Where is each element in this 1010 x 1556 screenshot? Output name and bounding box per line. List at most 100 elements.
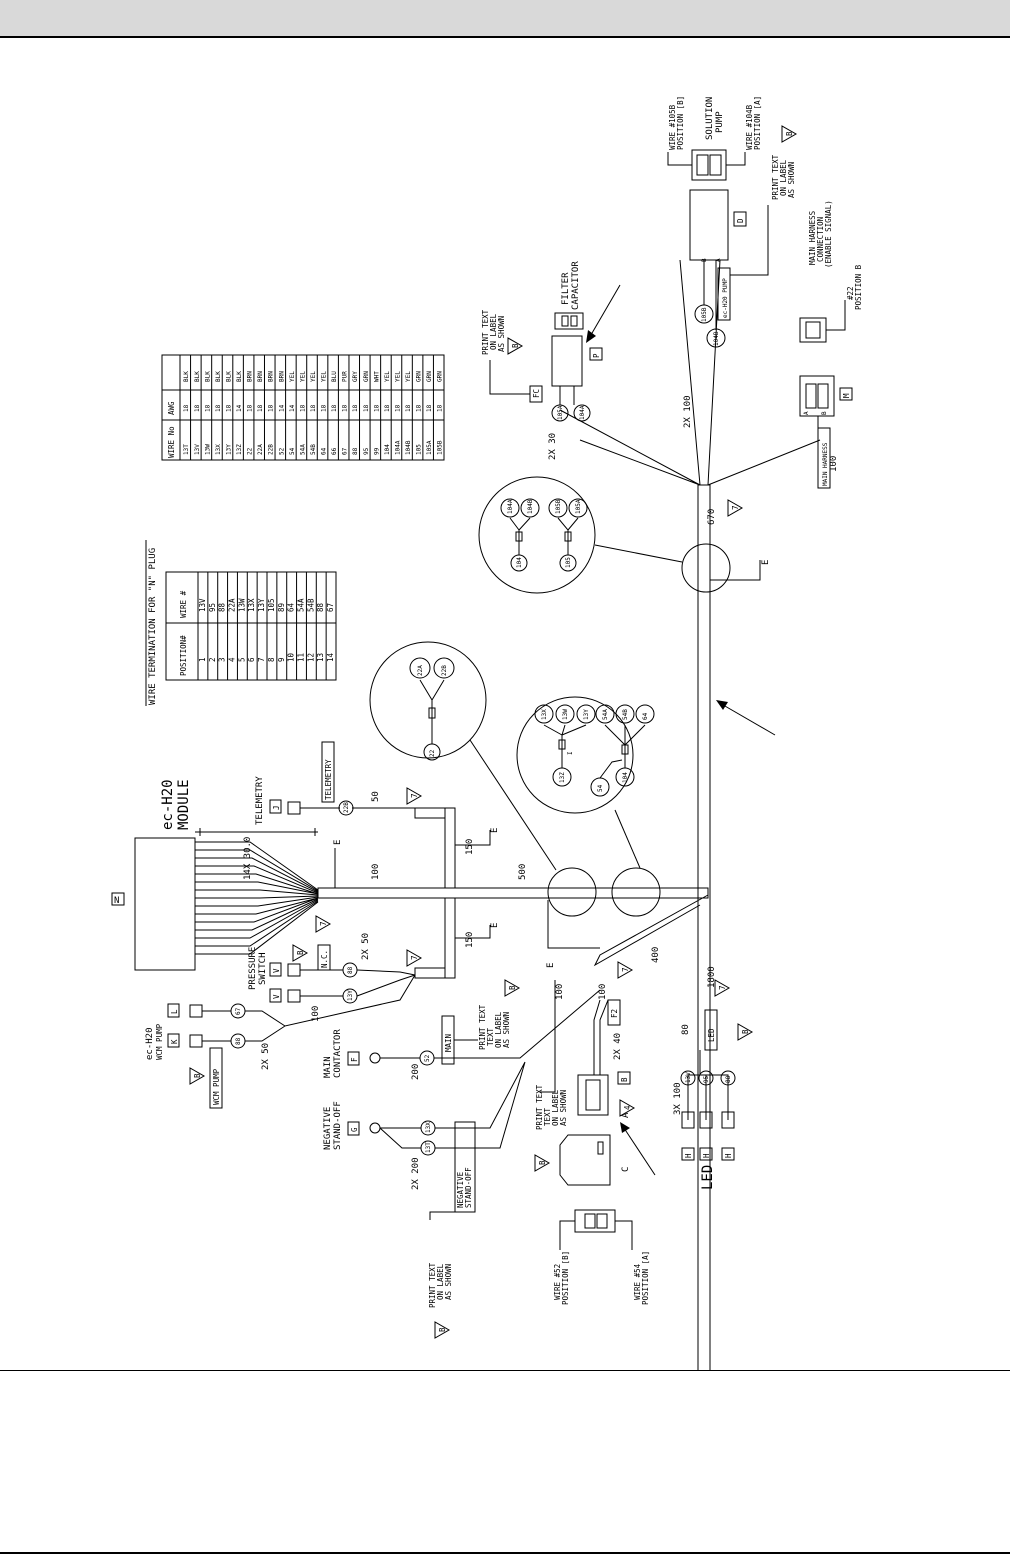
wtab-h2: AWG xyxy=(167,401,176,415)
pt-b-3: ON LABEL xyxy=(551,1089,560,1126)
footer-divider xyxy=(0,1552,1010,1554)
wtab-color: GRY xyxy=(352,371,359,382)
led-tag: LED xyxy=(707,1028,716,1042)
standoff-count: 2X 200 xyxy=(411,1157,421,1190)
wtab-color: YEL xyxy=(394,371,401,382)
wtab-awg: 18 xyxy=(183,404,190,412)
detail-circles: 22 22A 22B 13Z I 13X 13W 13Y 54 104 54A … xyxy=(369,476,731,917)
wtab-awg: 18 xyxy=(331,404,338,412)
wtab-color: BLK xyxy=(225,371,232,382)
standoff-label-1: NEGATIVE xyxy=(323,1107,333,1150)
pt-pump-3: AS SHOWN xyxy=(787,162,796,198)
wtab-awg: 18 xyxy=(204,404,211,412)
standoff-tag-2: STAND-OFF xyxy=(464,1167,473,1208)
wt-wire: 89 xyxy=(277,603,286,612)
warn-7-d: 7 xyxy=(621,967,630,972)
wtab-color: BLK xyxy=(215,371,222,382)
wt-position: 14 xyxy=(326,652,335,662)
warn-b-led: B xyxy=(741,1029,750,1034)
wire-table: WIRE No AWG 13T18BLK13V18BLK13W18BLK13X1… xyxy=(161,354,445,461)
telemetry-tag: TELEMETRY xyxy=(324,759,333,800)
wire54-2: POSITION [A] xyxy=(641,1251,650,1305)
wtab-awg: 18 xyxy=(405,404,412,412)
connector-len-2: 100 xyxy=(598,984,608,1000)
mh-letter: M xyxy=(842,393,851,398)
len-2x30: 2X 30 xyxy=(548,433,558,460)
wtab-awg: 18 xyxy=(437,404,444,412)
standoff-wire-1: 13X xyxy=(425,1122,432,1133)
connector-letter-b: B xyxy=(620,1077,629,1082)
wtab-color: WHT xyxy=(373,371,380,382)
wcm-pump: L K ec-H20 WCM PUMP 67 88 2X 50 100 WCM … xyxy=(145,974,416,1109)
warn-b-fc: B xyxy=(511,343,520,348)
len-100b: 100 xyxy=(829,456,839,472)
wt-position: 13 xyxy=(316,653,325,662)
wire-termination-table: WIRE TERMINATION FOR "N" PLUG POSITION# … xyxy=(145,540,337,706)
wt-wire: 13V xyxy=(198,598,207,612)
module-label-1: ec-H20 xyxy=(160,779,176,830)
wtab-wire: 22 xyxy=(247,447,254,455)
wtab-color: BRN xyxy=(268,371,275,382)
led-h2: H xyxy=(702,1153,711,1158)
wt-wire: 88 xyxy=(218,602,227,612)
wcm-wire-2: 88 xyxy=(235,1037,242,1045)
wtab-wire: 13T xyxy=(183,444,190,455)
wcm-wire-1: 67 xyxy=(235,1007,242,1015)
wtab-awg: 18 xyxy=(268,404,275,412)
fc-wire-1: 105A xyxy=(557,405,564,420)
wtab-color: BLK xyxy=(183,371,190,382)
solution-pump: B A 105B 104B D SOLUTION PUMP WIRE #105B… xyxy=(667,96,798,348)
wt-wire: 13X xyxy=(247,598,256,612)
mh-label-2: CONNECTION xyxy=(816,217,825,262)
len-2x100: 2X 100 xyxy=(683,395,693,428)
pressure-tag: N.C. xyxy=(320,950,329,968)
wt-position: 7 xyxy=(257,657,266,662)
wtab-wire: 105 xyxy=(416,444,423,455)
wcm-label-1: ec-H20 xyxy=(145,1027,155,1060)
wtab-h1: WIRE No xyxy=(167,426,176,458)
pressure-wire-2: 13Y xyxy=(347,990,354,1001)
wtab-color: BLU xyxy=(331,371,338,382)
splice-104a: 104A xyxy=(507,499,514,514)
wtab-color: PUR xyxy=(342,371,349,382)
pt-b-2: TEXT xyxy=(543,1107,552,1126)
mh-pin-a: A xyxy=(803,411,810,415)
pt-standoff-3: AS SHOWN xyxy=(444,1264,453,1300)
wt-h1: POSITION# xyxy=(179,635,188,676)
main-contactor: 52 F MAIN CONTACTOR MAIN 200 PRINT TEXT … xyxy=(323,979,601,1080)
wtab-color: YEL xyxy=(321,371,328,382)
wtab-wire: 104 xyxy=(384,444,391,455)
wtab-wire: 13W xyxy=(204,444,211,455)
wt-wire: 13W xyxy=(237,598,246,612)
splice-54b: 54B xyxy=(622,709,629,720)
wt-position: 11 xyxy=(296,653,305,662)
splice-105: 105 xyxy=(565,557,572,568)
contactor-label-2: CONTACTOR xyxy=(333,1029,343,1078)
telemetry-connector: 22B J TELEMETRY TELEMETRY xyxy=(255,741,415,825)
wtab-wire: 105B xyxy=(437,440,444,455)
wtab-wire: 52 xyxy=(278,447,285,455)
contactor-wire: 52 xyxy=(424,1054,431,1062)
wtab-awg: 18 xyxy=(373,404,380,412)
pump-right-2: POSITION [A] xyxy=(753,96,762,150)
splice-22: 22 xyxy=(429,749,436,757)
wtab-color: GRN xyxy=(426,371,433,382)
wtab-awg: 18 xyxy=(194,404,201,412)
wtab-color: BRN xyxy=(278,371,285,382)
wtab-awg: 18 xyxy=(215,404,222,412)
splice-105a: 105A xyxy=(575,499,582,514)
wtab-wire: 13Y xyxy=(225,444,232,455)
wt-position: 12 xyxy=(306,653,315,662)
splice-22b: 22B xyxy=(441,665,448,676)
splice-104: 104 xyxy=(622,772,629,783)
warn-7-b: 7 xyxy=(410,793,419,798)
len-500: 500 xyxy=(518,864,528,880)
warn-7-e: 7 xyxy=(718,985,727,990)
connector-letter-a: A xyxy=(621,1112,631,1118)
wcm-label-2: WCM PUMP xyxy=(155,1023,164,1060)
connector-tag: F2 xyxy=(610,1009,619,1018)
len-50: 50 xyxy=(371,791,381,802)
mh-label-3: (ENABLE SIGNAL) xyxy=(824,200,833,268)
warn-b-pump: B xyxy=(785,131,794,136)
fc-label-2: CAPACITOR xyxy=(571,261,581,310)
